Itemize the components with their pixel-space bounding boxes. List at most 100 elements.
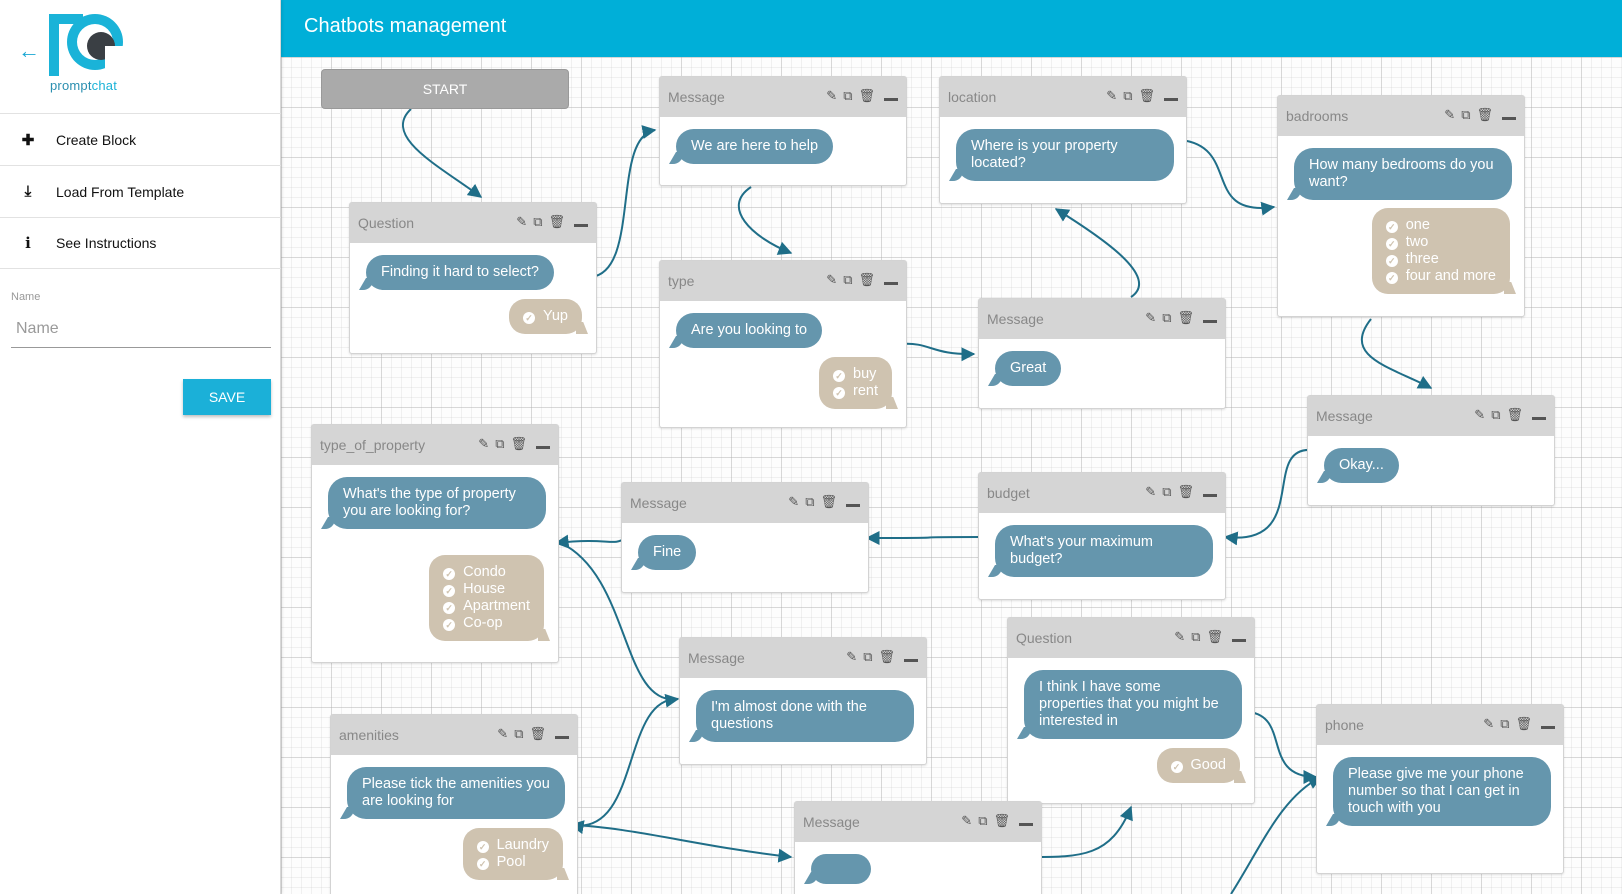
logo-wordmark: promptchat [50, 78, 118, 93]
trash-icon[interactable]: 🗑 [858, 88, 875, 103]
copy-icon[interactable]: ⧉ [805, 494, 815, 509]
check-icon: ✓ [833, 370, 845, 382]
message-bubble: How many bedrooms do you want? [1294, 148, 1512, 200]
copy-icon[interactable]: ⧉ [1500, 716, 1510, 731]
block-message[interactable]: Message ✎⧉🗑 [794, 801, 1042, 894]
wire [1360, 318, 1433, 389]
minimize-icon[interactable] [1203, 319, 1217, 323]
minimize-icon[interactable] [1541, 725, 1555, 729]
block-question[interactable]: Question ✎⧉🗑 Finding it hard to select? … [349, 202, 597, 354]
name-input[interactable] [11, 310, 271, 348]
copy-icon[interactable]: ⧉ [1191, 629, 1201, 644]
trash-icon[interactable]: 🗑 [1476, 107, 1493, 122]
edit-icon[interactable]: ✎ [961, 813, 973, 828]
edit-icon[interactable]: ✎ [846, 649, 858, 664]
trash-icon[interactable]: 🗑 [878, 649, 895, 664]
minimize-icon[interactable] [1502, 116, 1516, 120]
copy-icon[interactable]: ⧉ [495, 436, 505, 451]
block-message[interactable]: Message ✎⧉🗑 I'm almost done with the que… [679, 637, 927, 765]
minimize-icon[interactable] [536, 445, 550, 449]
save-button[interactable]: SAVE [183, 379, 271, 415]
copy-icon[interactable]: ⧉ [978, 813, 988, 828]
edit-icon[interactable]: ✎ [1444, 107, 1456, 122]
edit-icon[interactable]: ✎ [1145, 484, 1157, 499]
copy-icon[interactable]: ⧉ [514, 726, 524, 741]
trash-icon[interactable]: 🗑 [1177, 484, 1194, 499]
check-icon: ✓ [443, 585, 456, 597]
block-message[interactable]: Message ✎⧉🗑 Great [978, 298, 1226, 409]
wire [1248, 711, 1318, 784]
copy-icon[interactable]: ⧉ [1162, 484, 1172, 499]
trash-icon[interactable]: 🗑 [1177, 310, 1194, 325]
copy-icon[interactable]: ⧉ [843, 272, 853, 287]
wire [900, 342, 976, 362]
copy-icon[interactable]: ⧉ [863, 649, 873, 664]
edit-icon[interactable]: ✎ [497, 726, 509, 741]
block-message[interactable]: Message ✎⧉🗑 Okay... [1307, 395, 1555, 506]
check-icon: ✓ [833, 387, 845, 399]
trash-icon[interactable]: 🗑 [510, 436, 527, 451]
minimize-icon[interactable] [846, 503, 860, 507]
trash-icon[interactable]: 🗑 [820, 494, 837, 509]
answer-option: buy [853, 366, 877, 382]
minimize-icon[interactable] [555, 735, 569, 739]
edit-icon[interactable]: ✎ [788, 494, 800, 509]
answer-option: Yup [543, 308, 568, 324]
edit-icon[interactable]: ✎ [1106, 88, 1118, 103]
edit-icon[interactable]: ✎ [516, 214, 528, 229]
sidebar: ← promptchat ✚ Create Block ⤓ Load From … [0, 0, 281, 894]
create-block-button[interactable]: ✚ Create Block [0, 113, 281, 165]
copy-icon[interactable]: ⧉ [1162, 310, 1172, 325]
edit-icon[interactable]: ✎ [826, 272, 838, 287]
minimize-icon[interactable] [1203, 493, 1217, 497]
copy-icon[interactable]: ⧉ [1461, 107, 1471, 122]
copy-icon[interactable]: ⧉ [533, 214, 543, 229]
block-location[interactable]: location ✎⧉🗑 Where is your property loca… [939, 76, 1187, 204]
block-message[interactable]: Message ✎⧉🗑 We are here to help [659, 76, 907, 186]
block-title: Message [987, 311, 1044, 327]
minimize-icon[interactable] [574, 223, 588, 227]
block-budget[interactable]: budget ✎⧉🗑 What's your maximum budget? [978, 472, 1226, 600]
load-template-button[interactable]: ⤓ Load From Template [0, 165, 281, 217]
trash-icon[interactable]: 🗑 [858, 272, 875, 287]
block-phone[interactable]: phone ✎⧉🗑 Please give me your phone numb… [1316, 704, 1564, 874]
block-question[interactable]: Question ✎⧉🗑 I think I have some propert… [1007, 617, 1255, 804]
answer-option: two [1405, 234, 1429, 250]
answer-option: Co-op [463, 615, 503, 631]
copy-icon[interactable]: ⧉ [1491, 407, 1501, 422]
minimize-icon[interactable] [884, 281, 898, 285]
copy-icon[interactable]: ⧉ [1123, 88, 1133, 103]
block-message[interactable]: Message ✎⧉🗑 Fine [621, 482, 869, 593]
trash-icon[interactable]: 🗑 [529, 726, 546, 741]
minimize-icon[interactable] [884, 97, 898, 101]
minimize-icon[interactable] [1232, 638, 1246, 642]
trash-icon[interactable]: 🗑 [1515, 716, 1532, 731]
block-amenities[interactable]: amenities ✎⧉🗑 Please tick the amenities … [330, 714, 578, 894]
block-type[interactable]: type ✎⧉🗑 Are you looking to ✓buy ✓rent [659, 260, 907, 428]
block-badrooms[interactable]: badrooms ✎⧉🗑 How many bedrooms do you wa… [1277, 95, 1525, 317]
trash-icon[interactable]: 🗑 [1138, 88, 1155, 103]
edit-icon[interactable]: ✎ [1174, 629, 1186, 644]
start-node[interactable]: START [321, 69, 569, 109]
edit-icon[interactable]: ✎ [478, 436, 490, 451]
trash-icon[interactable]: 🗑 [1206, 629, 1223, 644]
message-bubble: Please give me your phone number so that… [1333, 757, 1551, 826]
back-arrow-icon[interactable]: ← [18, 38, 40, 63]
minimize-icon[interactable] [1532, 416, 1546, 420]
see-instructions-button[interactable]: i See Instructions [0, 217, 281, 269]
block-type-of-property[interactable]: type_of_property ✎⧉🗑 What's the type of … [311, 424, 559, 663]
minimize-icon[interactable] [1164, 97, 1178, 101]
edit-icon[interactable]: ✎ [1474, 407, 1486, 422]
block-title: Message [630, 495, 687, 511]
check-icon: ✓ [443, 602, 456, 614]
trash-icon[interactable]: 🗑 [1506, 407, 1523, 422]
trash-icon[interactable]: 🗑 [548, 214, 565, 229]
minimize-icon[interactable] [904, 658, 918, 662]
flow-canvas[interactable]: START Question ✎⧉🗑 Finding it hard to se… [281, 57, 1622, 894]
edit-icon[interactable]: ✎ [1483, 716, 1495, 731]
minimize-icon[interactable] [1019, 822, 1033, 826]
copy-icon[interactable]: ⧉ [843, 88, 853, 103]
edit-icon[interactable]: ✎ [826, 88, 838, 103]
trash-icon[interactable]: 🗑 [993, 813, 1010, 828]
edit-icon[interactable]: ✎ [1145, 310, 1157, 325]
